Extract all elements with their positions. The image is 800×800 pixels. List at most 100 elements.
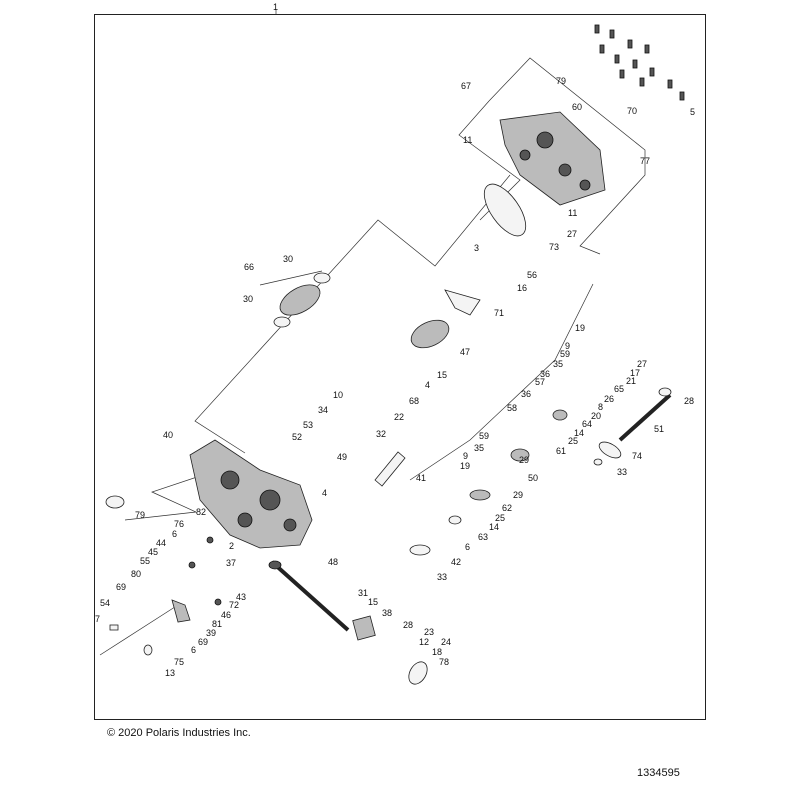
callout-c26: 26 bbox=[604, 394, 614, 404]
callout-c38: 38 bbox=[382, 608, 392, 618]
callout-c27a: 27 bbox=[567, 229, 577, 239]
callout-c52: 52 bbox=[292, 432, 302, 442]
callout-c67: 67 bbox=[461, 81, 471, 91]
bolt-cluster bbox=[594, 24, 685, 101]
callout-c73: 73 bbox=[549, 242, 559, 252]
callout-c29a: 29 bbox=[519, 455, 529, 465]
callout-c30a: 30 bbox=[283, 254, 293, 264]
callout-c8: 8 bbox=[598, 402, 603, 412]
callout-c60: 60 bbox=[572, 102, 582, 112]
callout-c64: 64 bbox=[582, 419, 592, 429]
callout-c15a: 15 bbox=[437, 370, 447, 380]
callout-c32: 32 bbox=[376, 429, 386, 439]
callout-c36a: 36 bbox=[540, 369, 550, 379]
callout-c81: 81 bbox=[212, 619, 222, 629]
callout-c19b: 19 bbox=[460, 461, 470, 471]
callout-c6b: 6 bbox=[465, 542, 470, 552]
callout-c47: 47 bbox=[460, 347, 470, 357]
callout-c22: 22 bbox=[394, 412, 404, 422]
callout-c25a: 25 bbox=[568, 436, 578, 446]
callout-c18: 18 bbox=[432, 647, 442, 657]
callout-c17: 17 bbox=[630, 368, 640, 378]
callout-c58: 58 bbox=[507, 403, 517, 413]
callout-c44: 44 bbox=[156, 538, 166, 548]
callout-c30b: 30 bbox=[243, 294, 253, 304]
callout-c69b: 69 bbox=[198, 637, 208, 647]
shaft-41 bbox=[374, 451, 406, 487]
callout-c14b: 14 bbox=[489, 522, 499, 532]
callout-c28a: 28 bbox=[684, 396, 694, 406]
callout-c40: 40 bbox=[163, 430, 173, 440]
callout-c7: 7 bbox=[95, 614, 100, 624]
callout-c9b: 9 bbox=[463, 451, 468, 461]
callout-c56: 56 bbox=[527, 270, 537, 280]
callout-c46: 46 bbox=[221, 610, 231, 620]
copyright-text: © 2020 Polaris Industries Inc. bbox=[107, 727, 251, 739]
callout-c27b: 27 bbox=[637, 359, 647, 369]
callout-c48: 48 bbox=[328, 557, 338, 567]
callout-c80: 80 bbox=[131, 569, 141, 579]
callout-c13: 13 bbox=[165, 668, 175, 678]
callout-c2: 2 bbox=[229, 541, 234, 551]
callout-c59b: 59 bbox=[479, 431, 489, 441]
callout-c16: 16 bbox=[517, 283, 527, 293]
drive-belt bbox=[483, 183, 527, 237]
callout-c59a: 59 bbox=[560, 349, 570, 359]
callout-c14a: 14 bbox=[574, 428, 584, 438]
callout-c4a: 4 bbox=[425, 380, 430, 390]
callout-c11b: 11 bbox=[568, 208, 577, 218]
callout-c45: 45 bbox=[148, 547, 158, 557]
clutch-assembly-38 bbox=[352, 615, 428, 685]
left-linkage-assembly bbox=[109, 536, 222, 656]
callout-c61: 61 bbox=[556, 446, 566, 456]
callout-c74: 74 bbox=[632, 451, 642, 461]
callout-c66: 66 bbox=[244, 262, 254, 272]
callout-c65: 65 bbox=[614, 384, 624, 394]
callout-c42: 42 bbox=[451, 557, 461, 567]
callout-c75: 75 bbox=[174, 657, 184, 667]
callout-c70: 70 bbox=[627, 106, 637, 116]
top-callout-label: 1 bbox=[273, 2, 278, 12]
callout-c79b: 79 bbox=[135, 510, 145, 520]
callout-c35a: 35 bbox=[553, 359, 563, 369]
callout-c29b: 29 bbox=[513, 490, 523, 500]
callout-c78: 78 bbox=[439, 657, 449, 667]
callout-c79a: 79 bbox=[556, 76, 566, 86]
callout-c69a: 69 bbox=[116, 582, 126, 592]
callout-c53: 53 bbox=[303, 420, 313, 430]
callout-c28b: 28 bbox=[403, 620, 413, 630]
callout-c10: 10 bbox=[333, 390, 343, 400]
callout-c6a: 6 bbox=[172, 529, 177, 539]
callout-c36b: 36 bbox=[521, 389, 531, 399]
callout-c37: 37 bbox=[226, 558, 236, 568]
callout-c5: 5 bbox=[690, 107, 695, 117]
callout-c31: 31 bbox=[358, 588, 368, 598]
diagram-number: 1334595 bbox=[637, 767, 680, 779]
callout-c24: 24 bbox=[441, 637, 451, 647]
output-shaft-48 bbox=[268, 560, 350, 632]
callout-c25b: 25 bbox=[495, 513, 505, 523]
callout-c33b: 33 bbox=[437, 572, 447, 582]
callout-c50: 50 bbox=[528, 473, 538, 483]
callout-c43: 43 bbox=[236, 592, 246, 602]
diagram-frame bbox=[94, 14, 706, 720]
callout-c54: 54 bbox=[100, 598, 110, 608]
callout-c57: 57 bbox=[535, 377, 545, 387]
bearing-79-lower bbox=[105, 495, 125, 509]
callout-c15b: 15 bbox=[368, 597, 378, 607]
callout-c4b: 4 bbox=[322, 488, 327, 498]
callout-c55: 55 bbox=[140, 556, 150, 566]
callout-c76: 76 bbox=[174, 519, 184, 529]
callout-c51: 51 bbox=[654, 424, 664, 434]
callout-c77: 77 bbox=[640, 156, 650, 166]
callout-c20: 20 bbox=[591, 411, 601, 421]
callout-c19a: 19 bbox=[575, 323, 585, 333]
callout-c11a: 11 bbox=[463, 135, 472, 145]
callout-c62: 62 bbox=[502, 503, 512, 513]
upper-housing-cover bbox=[499, 111, 606, 206]
callout-c6c: 6 bbox=[191, 645, 196, 655]
gear-47 bbox=[410, 319, 450, 349]
callout-c33a: 33 bbox=[617, 467, 627, 477]
shaft-51-assembly bbox=[593, 387, 672, 466]
